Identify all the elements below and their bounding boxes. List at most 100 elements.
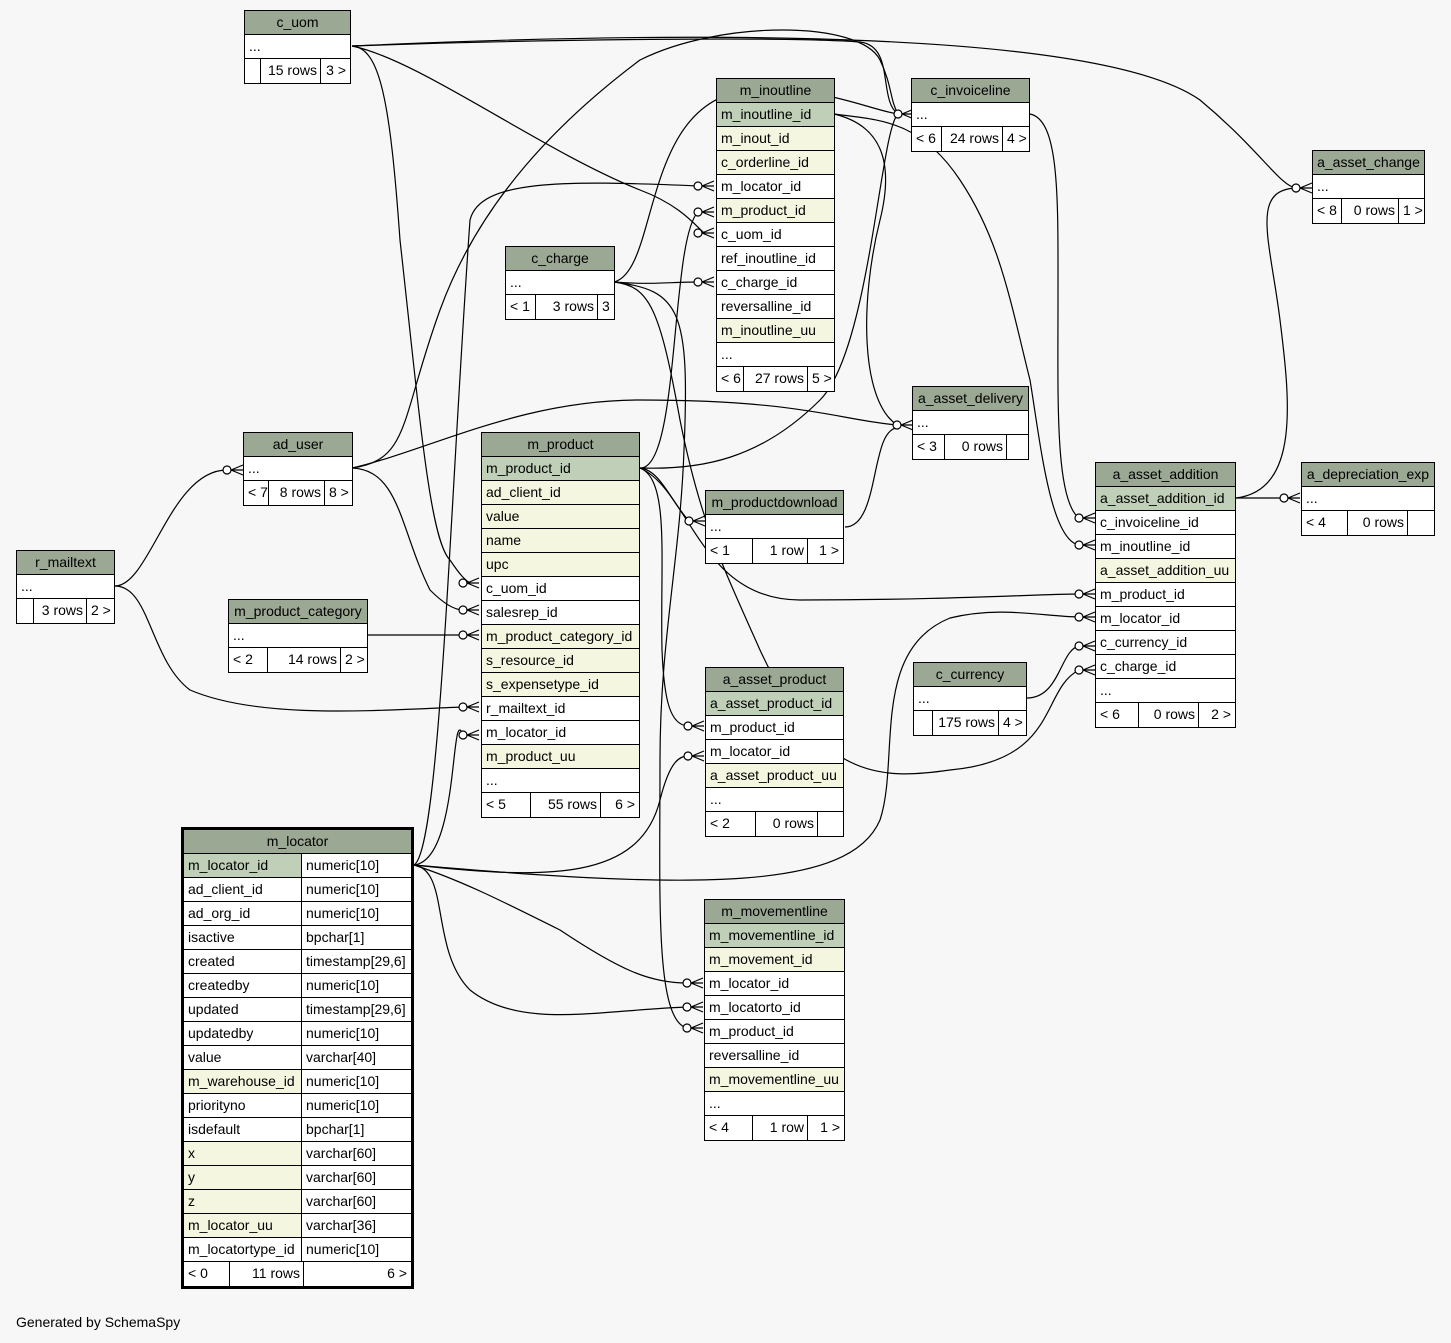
children-link[interactable]: 6 >: [387, 1265, 407, 1281]
table-name[interactable]: a_asset_addition: [1096, 463, 1235, 487]
column-row[interactable]: ...: [914, 687, 1026, 711]
children-link[interactable]: 2 >: [345, 651, 365, 667]
table-name[interactable]: a_asset_delivery: [913, 387, 1028, 411]
column-row[interactable]: a_asset_product_uu: [706, 764, 843, 788]
column-row[interactable]: ...: [717, 343, 834, 367]
column-row[interactable]: a_asset_addition_id: [1096, 487, 1235, 511]
column-row[interactable]: ...: [706, 788, 843, 812]
column-row[interactable]: m_product_id: [706, 716, 843, 740]
column-row[interactable]: c_charge_id: [1096, 655, 1235, 679]
column-row[interactable]: ...: [1313, 175, 1424, 199]
column-row[interactable]: c_charge_id: [717, 271, 834, 295]
column-row[interactable]: m_product_uu: [482, 745, 639, 769]
table-name[interactable]: c_invoiceline: [912, 79, 1029, 103]
column-row[interactable]: ...: [912, 103, 1029, 127]
children-link[interactable]: 3 >: [602, 298, 614, 314]
column-row[interactable]: s_expensetype_id: [482, 673, 639, 697]
column-row[interactable]: m_locator_id: [705, 972, 844, 996]
column-row[interactable]: name: [482, 529, 639, 553]
table-name[interactable]: m_product_category: [229, 600, 367, 624]
children-link[interactable]: 1 >: [819, 542, 839, 558]
table-name[interactable]: ad_user: [244, 433, 352, 457]
column-row[interactable]: reversalline_id: [705, 1044, 844, 1068]
column-row[interactable]: salesrep_id: [482, 601, 639, 625]
children-link[interactable]: 1 >: [820, 1119, 840, 1135]
parents-link[interactable]: < 6: [717, 367, 744, 391]
table-name[interactable]: a_asset_change: [1313, 151, 1424, 175]
parents-link[interactable]: < 4: [705, 1116, 753, 1140]
column-row[interactable]: ad_client_id: [482, 481, 639, 505]
children-link[interactable]: 2 >: [91, 602, 111, 618]
children-link[interactable]: [1007, 435, 1028, 459]
column-row[interactable]: upc: [482, 553, 639, 577]
parents-link[interactable]: [914, 711, 933, 735]
column-row[interactable]: m_movement_id: [705, 948, 844, 972]
column-row[interactable]: ...: [17, 575, 114, 599]
parents-link[interactable]: < 2: [706, 812, 756, 836]
table-name[interactable]: c_uom: [245, 11, 350, 35]
column-row[interactable]: c_invoiceline_id: [1096, 511, 1235, 535]
column-row[interactable]: s_resource_id: [482, 649, 639, 673]
parents-link[interactable]: [245, 59, 261, 83]
column-row[interactable]: m_inoutline_id: [717, 103, 834, 127]
column-row[interactable]: m_locator_id: [706, 740, 843, 764]
column-row[interactable]: m_product_id: [705, 1020, 844, 1044]
children-link[interactable]: 2 >: [1211, 706, 1231, 722]
column-row[interactable]: ...: [229, 624, 367, 648]
column-row[interactable]: ...: [1096, 679, 1235, 703]
column-row[interactable]: m_inoutline_uu: [717, 319, 834, 343]
parents-link[interactable]: [17, 599, 34, 623]
column-row[interactable]: ...: [705, 1092, 844, 1116]
column-row[interactable]: ref_inoutline_id: [717, 247, 834, 271]
column-row[interactable]: c_currency_id: [1096, 631, 1235, 655]
table-name[interactable]: c_currency: [914, 663, 1026, 687]
parents-link[interactable]: < 0: [184, 1262, 230, 1286]
column-row[interactable]: ...: [245, 35, 350, 59]
column-row[interactable]: r_mailtext_id: [482, 697, 639, 721]
children-link[interactable]: 4 >: [1007, 130, 1027, 146]
parents-link[interactable]: < 2: [229, 648, 268, 672]
parents-link[interactable]: < 7: [244, 481, 269, 505]
table-name[interactable]: m_product: [482, 433, 639, 457]
column-row[interactable]: m_locator_id: [1096, 607, 1235, 631]
column-row[interactable]: m_inoutline_id: [1096, 535, 1235, 559]
column-row[interactable]: ...: [244, 457, 352, 481]
parents-link[interactable]: < 1: [706, 539, 753, 563]
children-link[interactable]: [1408, 511, 1434, 535]
column-row[interactable]: a_asset_addition_uu: [1096, 559, 1235, 583]
table-name[interactable]: a_depreciation_exp: [1302, 463, 1434, 487]
children-link[interactable]: 8 >: [329, 484, 349, 500]
parents-link[interactable]: < 6: [912, 127, 942, 151]
column-row[interactable]: m_movementline_uu: [705, 1068, 844, 1092]
table-name[interactable]: m_productdownload: [706, 491, 843, 515]
column-row[interactable]: reversalline_id: [717, 295, 834, 319]
table-name[interactable]: r_mailtext: [17, 551, 114, 575]
column-row[interactable]: m_product_id: [482, 457, 639, 481]
column-row[interactable]: m_product_id: [717, 199, 834, 223]
parents-link[interactable]: < 5: [482, 793, 531, 817]
parents-link[interactable]: < 1: [506, 295, 536, 319]
